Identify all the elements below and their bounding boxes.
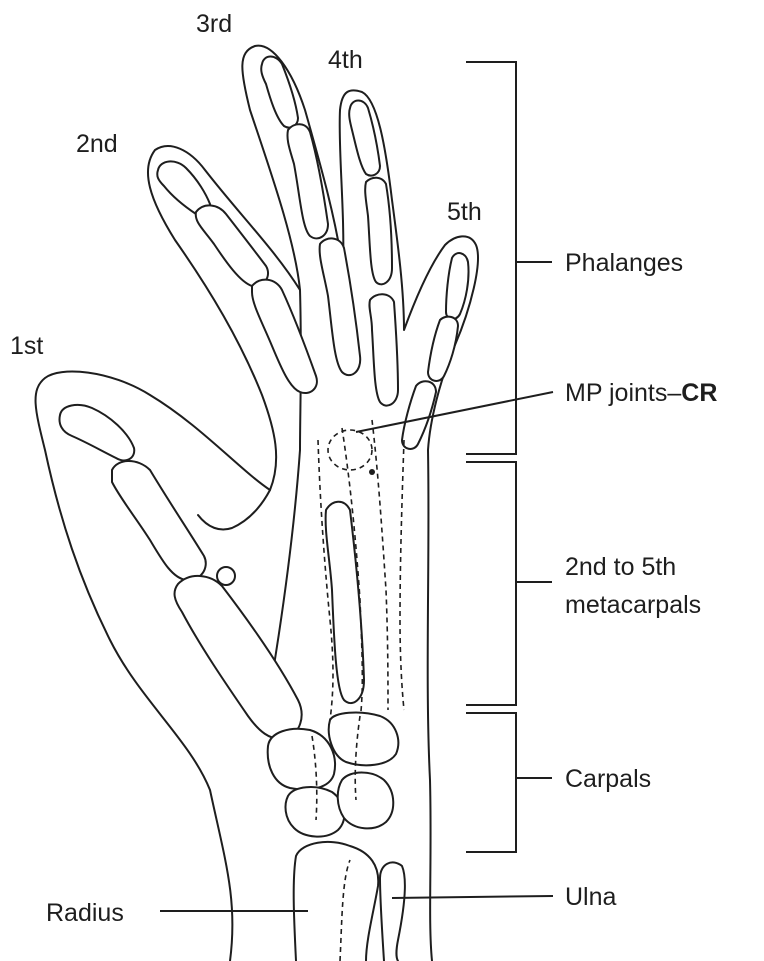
third-finger-label: 3rd	[196, 10, 232, 38]
thumb-sesamoid	[217, 567, 235, 585]
ulna-overlap	[340, 860, 350, 961]
radius-label: Radius	[46, 899, 124, 927]
mp-joint-region	[328, 430, 372, 470]
metacarpal-shaft	[326, 502, 364, 703]
second-finger-proximal-phalanx	[252, 280, 317, 393]
carpal-bone-1	[268, 729, 335, 790]
fourth-finger-label: 4th	[328, 46, 363, 74]
thumb-distal-phalanx	[60, 405, 135, 460]
central-ray-point	[369, 469, 375, 475]
metacarpal-outline-3	[342, 428, 362, 720]
metacarpals-bracket	[466, 462, 516, 705]
metacarpal-outline-4	[372, 420, 388, 710]
fifth-finger-distal-phalanx	[446, 253, 469, 319]
first-finger-label: 1st	[10, 332, 43, 360]
third-finger-middle-phalanx	[287, 124, 328, 238]
carpal-bone-3	[286, 787, 345, 837]
thenar-web-line	[198, 490, 270, 529]
fifth-finger-label: 5th	[447, 198, 482, 226]
second-finger-middle-phalanx	[196, 205, 268, 286]
fourth-finger-proximal-phalanx	[369, 294, 398, 405]
fifth-finger-middle-phalanx	[428, 317, 458, 381]
ulna-leader	[392, 896, 553, 898]
carpals-label: Carpals	[565, 765, 651, 793]
carpal-bone-4	[338, 773, 394, 829]
second-finger-label: 2nd	[76, 130, 118, 158]
thumb-metacarpal	[175, 576, 302, 739]
hand-soft-tissue-outline	[36, 46, 478, 961]
fourth-finger-middle-phalanx	[365, 178, 392, 285]
metacarpals-label-line2: metacarpals	[565, 591, 701, 619]
phalanges-label: Phalanges	[565, 249, 683, 277]
metacarpal-outline-5	[400, 440, 404, 710]
central-ray-text: CR	[681, 379, 717, 407]
third-finger-distal-phalanx	[261, 57, 298, 128]
mp-joints-label: MP joints–CR	[565, 379, 717, 407]
carpal-bone-2	[329, 713, 398, 766]
phalanges-bracket	[466, 62, 516, 454]
metacarpals-label-line1: 2nd to 5th	[565, 553, 676, 581]
ulna-bone	[380, 862, 405, 961]
mp-joints-text: MP joints–	[565, 379, 681, 407]
ulna-label: Ulna	[565, 883, 617, 911]
third-finger-proximal-phalanx	[320, 238, 361, 375]
radius-bone	[294, 842, 379, 961]
fifth-finger-proximal-phalanx	[402, 381, 436, 449]
thumb-proximal-phalanx	[112, 461, 206, 580]
carpals-bracket	[466, 713, 516, 852]
